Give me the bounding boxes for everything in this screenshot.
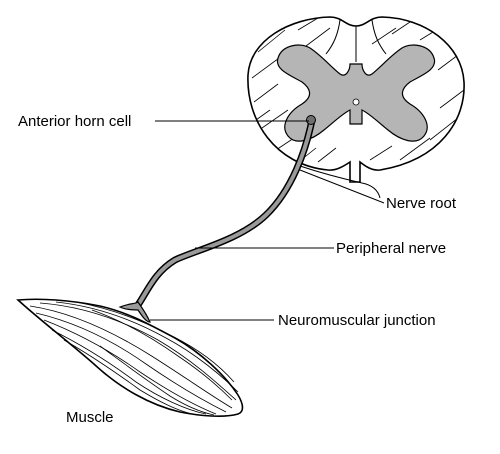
label-anterior-horn-cell: Anterior horn cell bbox=[18, 113, 131, 130]
muscle-fibers bbox=[29, 301, 239, 416]
axon-fill bbox=[136, 118, 314, 307]
nerve-root-line bbox=[299, 165, 381, 199]
gray-matter bbox=[276, 44, 436, 142]
central-canal bbox=[352, 98, 360, 106]
nerve-fiber bbox=[118, 115, 381, 323]
leader-nerve-root bbox=[299, 169, 385, 204]
label-muscle: Muscle bbox=[66, 409, 114, 426]
label-neuromuscular-junction: Neuromuscular junction bbox=[278, 312, 436, 329]
muscle-outline bbox=[16, 298, 244, 417]
muscle bbox=[16, 298, 244, 417]
leader-lines bbox=[150, 120, 385, 321]
spinal-cord-section bbox=[247, 16, 465, 183]
neuromuscular-junction-terminal bbox=[118, 301, 151, 323]
dorsal-sulci bbox=[325, 19, 387, 62]
labels: Anterior horn cell Nerve root Peripheral… bbox=[18, 113, 457, 426]
anterior-horn-cell-body bbox=[306, 115, 316, 125]
label-nerve-root: Nerve root bbox=[386, 195, 457, 212]
label-peripheral-nerve: Peripheral nerve bbox=[336, 240, 446, 257]
